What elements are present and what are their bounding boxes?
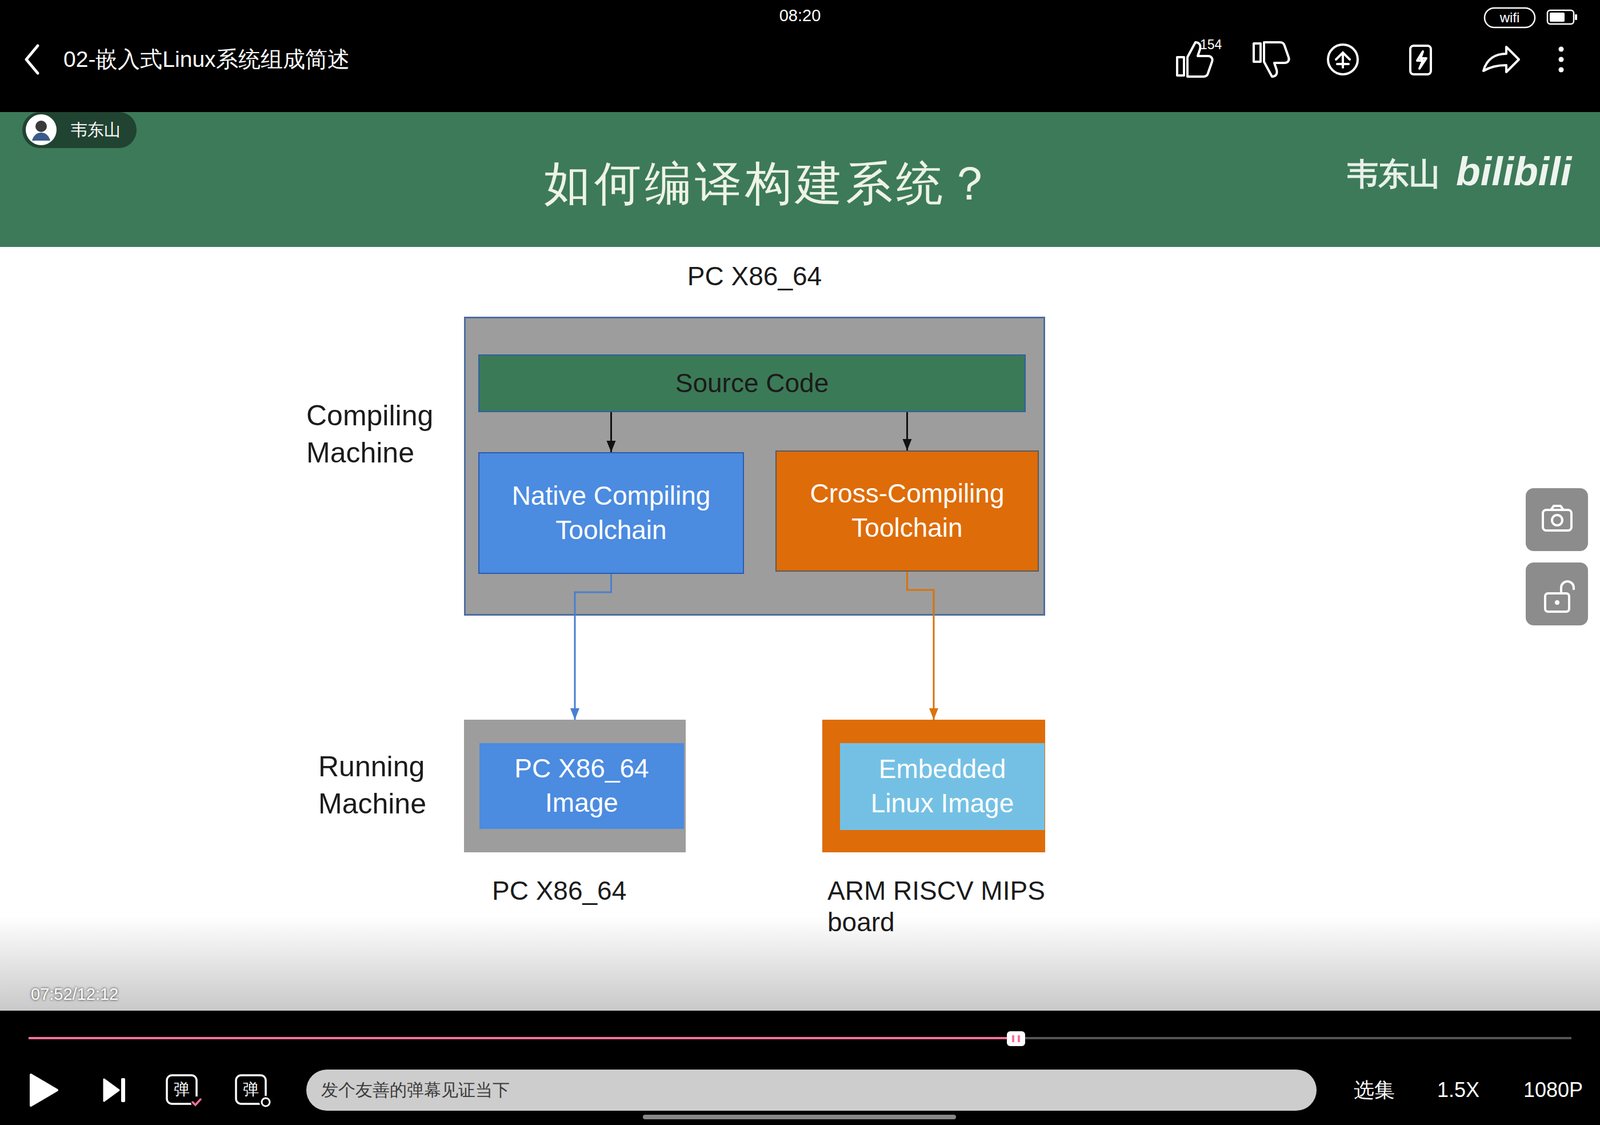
box-label: Embedded Linux Image [840,752,1045,821]
flow-arrow [610,412,612,452]
play-button [30,1074,58,1106]
compiling-machine-box: Source CodeNative Compiling Toolchain Cro… [464,316,1046,616]
video-title: 02-嵌入式Linux系统组成简述 [63,46,350,74]
danmaku-input [306,1069,1317,1111]
camera-button [1525,488,1588,551]
more-icon [1558,46,1564,73]
share-icon [1483,46,1519,72]
input-placeholder: 发个友善的弹幕见证当下 [321,1079,510,1100]
danmaku-icon-text: 弹 [173,1079,190,1099]
lock-button [1525,562,1588,626]
machine-label: ARM RISCV MIPS board [827,874,1068,938]
machine-label: PC X86_64 [492,874,687,907]
box-label: Source Code [669,366,835,401]
danmaku-toggle-icon [166,1074,203,1108]
slide-title: 如何编译构建系统？ [544,155,997,212]
next-button [104,1077,126,1102]
watermark-logo: bilibili [1456,147,1572,196]
pc-machine-box: PC X86_64 ImagePC X86_64 [464,719,686,852]
uploader-name: 韦东山 [70,120,121,140]
watermark-name: 韦东山 [1347,155,1440,193]
row-label: Running Machine [318,748,484,823]
machine-label: PC X86_64 [465,260,1044,292]
source-code-box: Source Code [478,354,1026,412]
progress-bar [28,1030,1572,1046]
home-indicator [642,1114,956,1119]
flow-arrow [907,571,935,720]
box-label: Cross-Compiling Toolchain [776,476,1038,546]
like-count: 154 [1200,37,1222,54]
embedded-image-box: Embedded Linux Image [840,742,1045,830]
board-box: Embedded Linux ImageARM RISCV MIPS board [822,719,1046,852]
network-label: wifi [1500,9,1520,27]
battery-icon [1547,10,1578,24]
charge-icon [1410,45,1431,75]
flow-arrow [574,573,612,720]
status-time: 08:20 [779,5,822,26]
speed-button: 1.5X [1437,1077,1480,1102]
box-label: Native Compiling Toolchain [479,478,743,548]
uploader-badge [22,112,137,148]
back-arrow [26,45,38,74]
flow-arrow [906,412,908,451]
danmaku-settings-icon [236,1074,272,1108]
danmaku-icon-text: 弹 [242,1079,259,1099]
native-toolchain-box: Native Compiling Toolchain [478,452,744,574]
wifi-badge [1484,8,1535,28]
quality-button: 1080P [1523,1077,1583,1102]
row-label: Compiling Machine [306,397,472,472]
playback-time: 07:52/12:12 [30,984,119,1004]
episodes-button: 选集 [1353,1077,1395,1102]
coin-icon [1328,44,1358,75]
pc-image-box: PC X86_64 Image [479,742,684,829]
cross-toolchain-box: Cross-Compiling Toolchain [775,450,1039,572]
box-label: PC X86_64 Image [479,751,684,820]
dislike-icon [1253,42,1290,77]
